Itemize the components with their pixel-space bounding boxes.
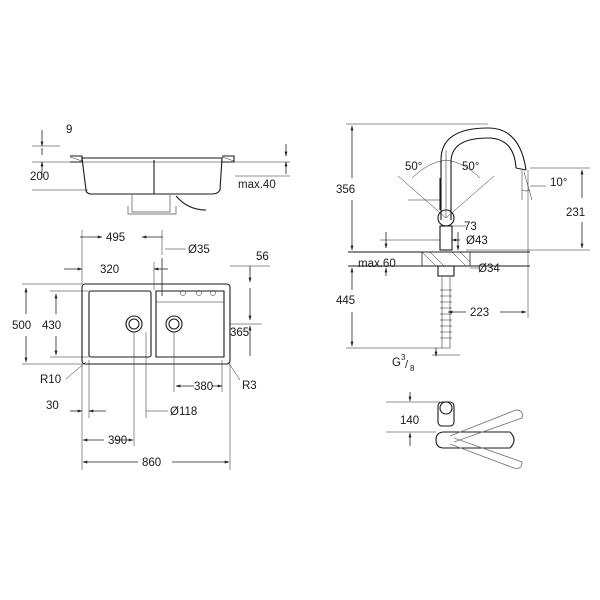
drain-380-label: 380 <box>194 381 213 393</box>
radius-3-label: R3 <box>242 380 257 392</box>
dia-34-label: Ø34 <box>478 263 500 275</box>
bowl-320-label: 320 <box>100 264 119 276</box>
waste-118-label: Ø118 <box>170 406 197 418</box>
depth-label: 200 <box>30 171 49 183</box>
tap-hole-label: Ø35 <box>188 244 210 256</box>
angle-tilt-label: 10° <box>550 177 567 189</box>
thread-label: G <box>392 357 401 369</box>
thread-slash: / <box>405 359 409 371</box>
tap-elevation-view: 50° 50° 10° 356 231 73 Ø43 <box>336 123 590 373</box>
reach-223-label: 223 <box>470 307 489 319</box>
angle-left-label: 50° <box>405 161 422 173</box>
thickness-label: 9 <box>66 124 72 136</box>
width-495-label: 495 <box>106 232 125 244</box>
edge-30-label: 30 <box>46 400 59 412</box>
thread-num: 3 <box>401 353 406 362</box>
angle-right-label: 50° <box>462 161 479 173</box>
height-500-label: 500 <box>12 320 31 332</box>
height-430-label: 430 <box>42 320 61 332</box>
thread-den: 8 <box>410 364 415 373</box>
dim-73-label: 73 <box>464 221 477 233</box>
max-60-label: max.60 <box>358 258 396 270</box>
height-356-label: 356 <box>336 184 355 196</box>
sink-plan-view: 495 Ø35 56 320 500 430 365 R10 <box>12 230 270 470</box>
tap-rotation-view: 140 <box>386 392 523 469</box>
drain-365-label: 365 <box>230 327 249 339</box>
total-860-label: 860 <box>142 457 161 469</box>
dia-43-label: Ø43 <box>466 235 488 247</box>
offset-56-label: 56 <box>256 251 269 263</box>
radius-10-label: R10 <box>40 374 61 386</box>
sink-section-view: 9 200 max.40 <box>30 124 290 215</box>
spout-231-label: 231 <box>566 207 585 219</box>
rot-140-label: 140 <box>400 415 419 427</box>
max-counter-label: max.40 <box>238 179 276 191</box>
len-445-label: 445 <box>336 295 355 307</box>
drain-390-label: 390 <box>108 435 127 447</box>
